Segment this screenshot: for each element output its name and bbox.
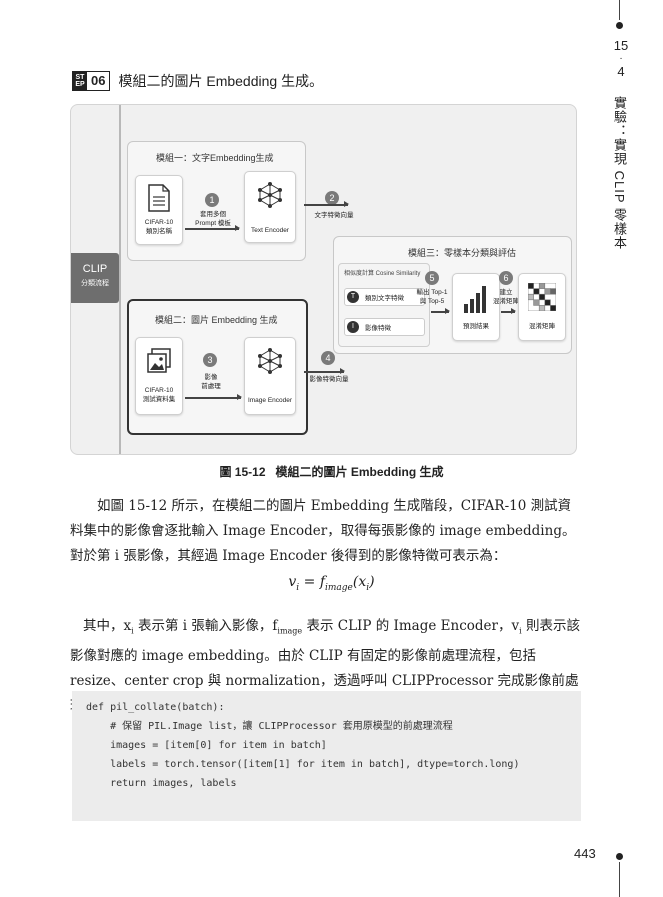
code-line: def pil_collate(batch): [86, 702, 225, 713]
step-badge-label: ST EP [73, 72, 87, 90]
step5-label: 輸出 Top-1 與 Top-5 [416, 289, 448, 305]
diagram-vertical-line [119, 105, 121, 454]
step-circle-6: 6 [499, 271, 513, 285]
module1-input-line1: CIFAR-10 [144, 219, 174, 226]
module2-input-card: CIFAR-10 測試資料集 [135, 337, 183, 415]
similarity-box: 相似度計算 Cosine Similarity T 類別文字特徵 I 影像特徵 [338, 263, 430, 347]
step2-label: 文字特徵向量 [314, 212, 354, 219]
side-dot [616, 853, 623, 860]
module1-input-line2: 類別名稱 [146, 228, 172, 235]
section-number: 4 [617, 64, 625, 79]
step4-label: 影像特徵向量 [309, 376, 349, 383]
image-feature-icon: I [347, 320, 359, 333]
step-circle-5: 5 [425, 271, 439, 285]
code-line: # 保留 PIL.Image list，讓 CLIPProcessor 套用原模… [86, 721, 453, 732]
matrix-grid-icon [528, 283, 556, 311]
chapter-number: 15 [613, 38, 629, 53]
code-line: return images, labels [86, 778, 237, 789]
text-feature-label: 類別文字特徵 [365, 295, 404, 302]
image-stack-icon [147, 348, 171, 373]
clip-side-title: CLIP [82, 263, 108, 275]
side-rule [619, 862, 620, 897]
text-encoder-label: Text Encoder [251, 227, 289, 234]
document-icon [148, 184, 170, 212]
step-number: 06 [91, 73, 106, 88]
image-encoder-label: Image Encoder [247, 397, 293, 404]
prediction-result-label: 預測結果 [463, 323, 489, 330]
image-feature-label: 影像特徵 [365, 325, 391, 332]
step-circle-1: 1 [205, 193, 219, 207]
module3-title: 模組三：零樣本分類與評估 [408, 248, 517, 258]
arrow-2 [304, 201, 349, 207]
network-icon [258, 348, 282, 374]
network-icon [258, 182, 282, 208]
step-circle-3: 3 [203, 353, 217, 367]
confusion-matrix-label: 混淆矩陣 [529, 323, 555, 330]
clip-side-label: CLIP 分類流程 [71, 253, 119, 303]
step-badge: ST EP 06 [72, 71, 111, 91]
module2-input-line1: CIFAR-10 [144, 387, 174, 394]
module2-input-line2: 測試資料集 [142, 396, 176, 403]
arrow-1 [185, 225, 240, 231]
clip-flow-diagram: CLIP 分類流程 模組一：文字Embedding生成 CIFAR-10 類別名… [70, 104, 577, 455]
step3-label: 影像 前處理 [201, 374, 221, 390]
body-paragraph-1: 如圖 15-12 所示，在模組二的圖片 Embedding 生成階段，CIFAR… [70, 498, 576, 564]
side-dot [616, 22, 623, 29]
module1-input-card: CIFAR-10 類別名稱 [135, 175, 183, 245]
step1-label: 套用多個 Prompt 模板 [195, 211, 231, 227]
prediction-result-card: 預測結果 [452, 273, 500, 341]
module1-title: 模組一：文字Embedding生成 [156, 153, 274, 163]
arrow-5 [431, 308, 450, 314]
figure-caption: 圖 15-12 模組二的圖片 Embedding 生成 [0, 463, 663, 480]
step-heading: ST EP 06 模組二的圖片 Embedding 生成。 [72, 71, 323, 91]
text-encoder-card: Text Encoder [244, 171, 296, 243]
text-feature-item: T 類別文字特徵 [344, 288, 425, 306]
figure-caption-text: 模組二的圖片 Embedding 生成 [275, 465, 444, 479]
bar-chart-icon [464, 286, 486, 313]
side-rule [619, 0, 620, 20]
image-encoder-card: Image Encoder [244, 337, 296, 415]
formula: vi = fimage(xi) [288, 574, 375, 593]
step6-label: 建立 混淆矩陣 [493, 289, 519, 305]
image-feature-item: I 影像特徵 [344, 318, 425, 336]
code-listing: def pil_collate(batch): # 保留 PIL.Image l… [72, 691, 581, 793]
clip-side-subtitle: 分類流程 [81, 280, 109, 287]
step-circle-4: 4 [321, 351, 335, 365]
code-line: labels = torch.tensor([item[1] for item … [86, 759, 520, 770]
chapter-title: 實驗：實現 CLIP 零樣本 [612, 96, 627, 250]
figure-number: 圖 15-12 [219, 465, 266, 479]
similarity-title: 相似度計算 Cosine Similarity [344, 271, 421, 277]
text-feature-icon: T [347, 290, 359, 303]
code-line: images = [item[0] for item in batch] [86, 740, 327, 751]
module2-title: 模組二：圖片 Embedding 生成 [155, 315, 278, 325]
code-block: def pil_collate(batch): # 保留 PIL.Image l… [72, 691, 581, 821]
confusion-matrix-card: 混淆矩陣 [518, 273, 566, 341]
arrow-6 [501, 308, 516, 314]
arrow-4 [304, 368, 345, 374]
page-number: 443 [574, 846, 596, 861]
step-title: 模組二的圖片 Embedding 生成。 [118, 73, 324, 89]
dot-separator: · [619, 53, 623, 64]
chapter-section-number: 15 · 4 [606, 38, 636, 80]
arrow-3 [185, 394, 242, 400]
step-circle-2: 2 [325, 191, 339, 205]
